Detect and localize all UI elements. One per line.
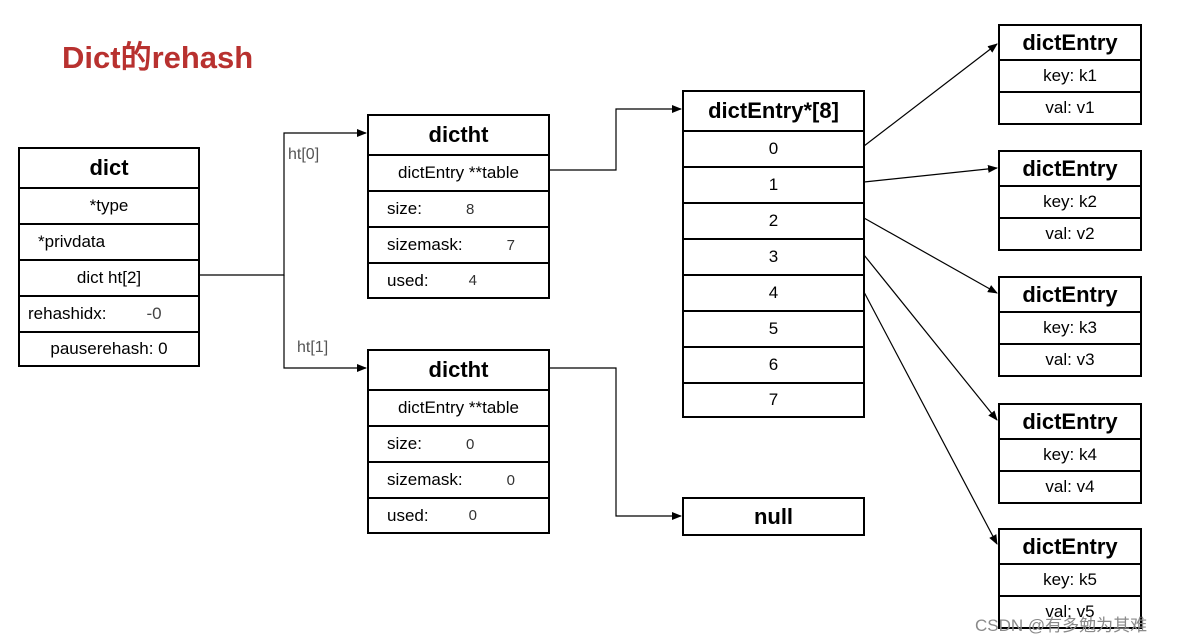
null-box: null [682, 497, 865, 536]
dictht-0-box: dictht dictEntry **table size: 8 sizemas… [367, 114, 550, 299]
dict-entry-key: key: k4 [1000, 438, 1140, 470]
page-title: Dict的rehash [62, 40, 254, 75]
dict-entry-5: dictEntry key: k5 val: v5 [998, 528, 1142, 629]
dict-type-field: *type [20, 187, 198, 223]
dict-entry-key: key: k2 [1000, 185, 1140, 217]
rehashidx-label: rehashidx: [28, 304, 107, 323]
dictht-0-sizemask-field: sizemask: 7 [369, 226, 548, 262]
array-slot-4: 4 [684, 274, 863, 310]
dictht-0-header: dictht [428, 122, 489, 147]
dict-entry-key: key: k5 [1000, 563, 1140, 595]
dict-privdata-field: *privdata [20, 223, 198, 259]
ht1-link-label: ht[1] [297, 339, 329, 356]
arrow-ht0-table-to-array [549, 105, 682, 171]
size-label: size: [387, 199, 422, 218]
arrow-dict-to-ht0 [199, 129, 367, 276]
arrow-ht1-table-to-null [549, 367, 682, 520]
array-slot-1: 1 [684, 166, 863, 202]
dict-entry-key: key: k1 [1000, 59, 1140, 91]
arrow-slot0-to-entry1 [863, 43, 998, 147]
dict-entry-val: val: v5 [1000, 595, 1140, 627]
array-slot-5: 5 [684, 310, 863, 346]
size-label: size: [387, 434, 422, 453]
used-label: used: [387, 270, 429, 290]
dict-entry-val: val: v2 [1000, 217, 1140, 249]
dict-ht-field: dict ht[2] [20, 259, 198, 295]
array-slot-0: 0 [684, 130, 863, 166]
sizemask-value: 0 [506, 471, 515, 489]
size-value: 0 [465, 435, 475, 453]
ht0-link-label: ht[0] [288, 146, 320, 163]
array-slot-3: 3 [684, 238, 863, 274]
dict-entry-header: dictEntry [1022, 408, 1118, 434]
dict-entry-val: val: v1 [1000, 91, 1140, 123]
arrow-slot1-to-entry2 [863, 164, 998, 183]
used-value: 0 [468, 507, 477, 524]
watermark: CSDN @有多勉为其难 [975, 616, 1148, 635]
dict-entry-val: val: v3 [1000, 343, 1140, 375]
dictht-1-used-field: used: 0 [369, 497, 548, 532]
dictht-0-size-field: size: 8 [369, 190, 548, 226]
dict-entry-val: val: v4 [1000, 470, 1140, 502]
array-slot-6: 6 [684, 346, 863, 382]
dict-pauserehash-field: pauserehash: 0 [20, 331, 198, 365]
dict-entry-header: dictEntry [1022, 155, 1118, 181]
dict-entry-3: dictEntry key: k3 val: v3 [998, 276, 1142, 377]
array-slot-7: 7 [684, 382, 863, 416]
arrow-slot2-to-entry3 [863, 217, 998, 294]
arrow-slot4-to-entry5 [863, 291, 998, 545]
sizemask-value: 7 [506, 236, 515, 254]
dict-entry-2: dictEntry key: k2 val: v2 [998, 150, 1142, 251]
dictht-1-header: dictht [428, 357, 489, 382]
used-value: 4 [468, 272, 477, 289]
dict-rehashidx-field: rehashidx: -0 [20, 295, 198, 331]
rehashidx-value: -0 [146, 304, 162, 323]
dictht-1-sizemask-field: sizemask: 0 [369, 461, 548, 497]
array-slot-2: 2 [684, 202, 863, 238]
dict-entry-header: dictEntry [1022, 533, 1118, 559]
null-label: null [753, 503, 794, 529]
dictht-0-table-field: dictEntry **table [369, 154, 548, 190]
sizemask-label: sizemask: [387, 470, 463, 489]
arrow-dict-to-ht1 [283, 275, 367, 372]
dict-box: dict *type *privdata dict ht[2] rehashid… [18, 147, 200, 367]
dictht-1-table-field: dictEntry **table [369, 389, 548, 425]
dictht-1-box: dictht dictEntry **table size: 0 sizemas… [367, 349, 550, 534]
dict-entry-1: dictEntry key: k1 val: v1 [998, 24, 1142, 125]
dict-entry-key: key: k3 [1000, 311, 1140, 343]
entry-array-header: dictEntry*[8] [708, 98, 839, 123]
dict-header: dict [89, 155, 129, 180]
dict-entry-4: dictEntry key: k4 val: v4 [998, 403, 1142, 504]
arrow-slot3-to-entry4 [863, 254, 998, 421]
dict-entry-header: dictEntry [1022, 281, 1118, 307]
dictht-0-used-field: used: 4 [369, 262, 548, 297]
sizemask-label: sizemask: [387, 235, 463, 254]
size-value: 8 [465, 200, 475, 218]
dictht-1-size-field: size: 0 [369, 425, 548, 461]
used-label: used: [387, 505, 429, 525]
entry-array-box: dictEntry*[8] 0 1 2 3 4 5 6 7 [682, 90, 865, 418]
dict-entry-header: dictEntry [1022, 29, 1118, 55]
